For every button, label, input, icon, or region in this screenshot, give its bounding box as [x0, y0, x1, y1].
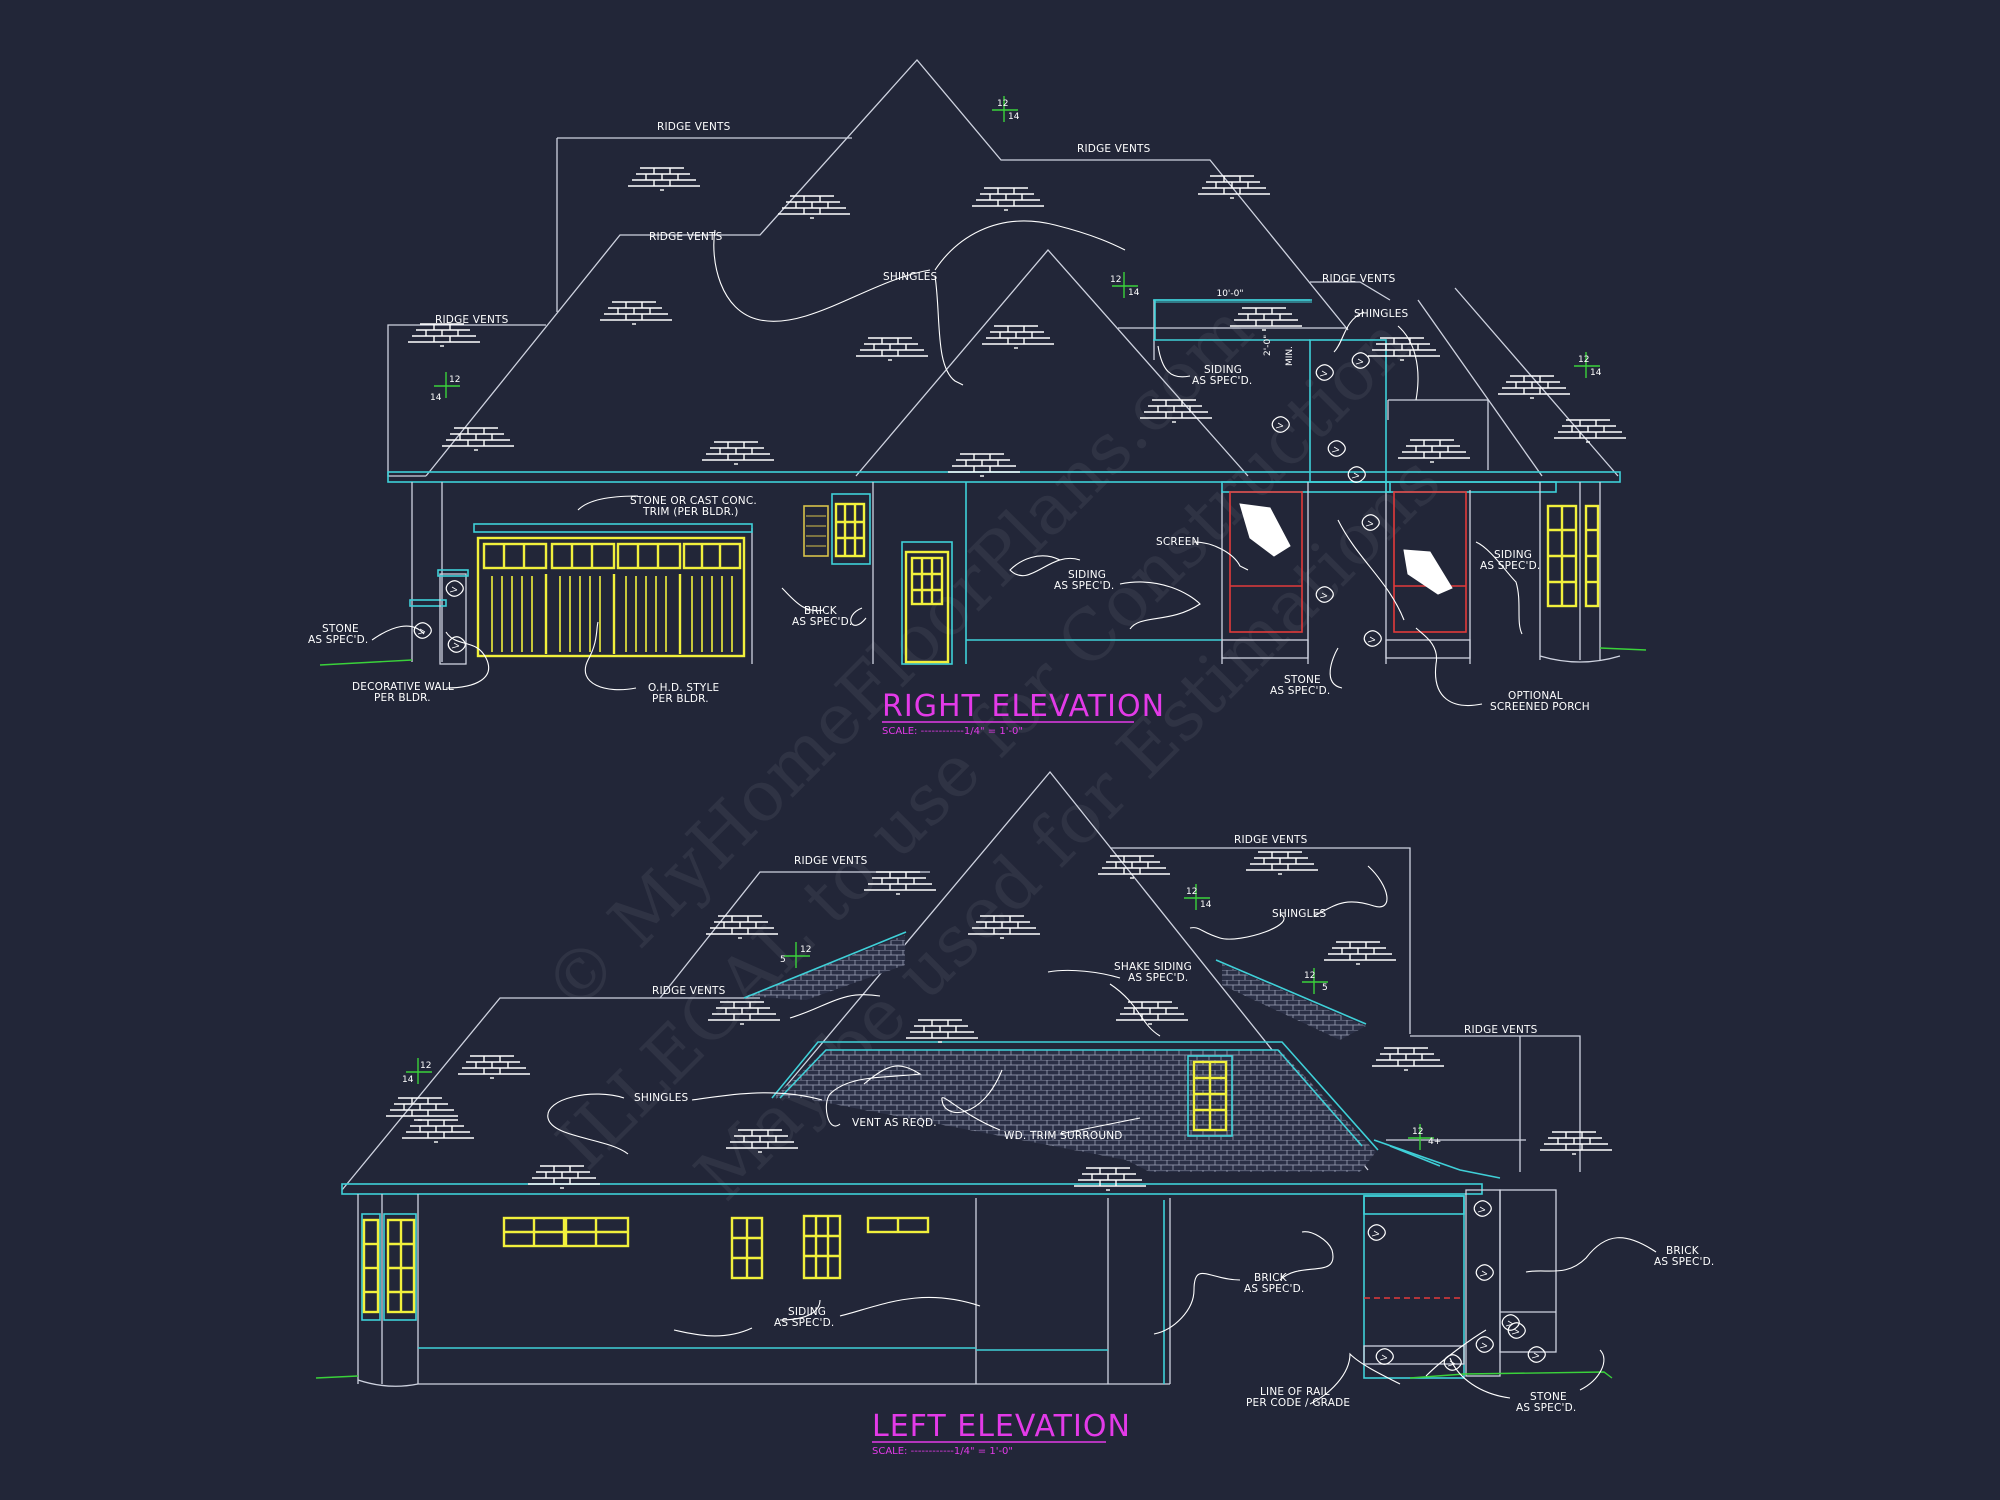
note-stone-trim: STONE OR CAST CONC.: [630, 495, 757, 507]
note-stone-trim: TRIM (PER BLDR.): [642, 506, 739, 518]
note-decorative-wall: DECORATIVE WALL: [352, 681, 454, 693]
note-shingles: SHINGLES: [1354, 308, 1409, 320]
note-ohd-style: O.H.D. STYLE: [648, 682, 719, 694]
note-brick: BRICK: [1254, 1272, 1288, 1284]
note-ridge-vents: RIDGE VENTS: [657, 121, 731, 133]
pitch-rise: 12: [1304, 971, 1315, 981]
note-stone: AS SPEC'D.: [308, 634, 368, 646]
right-leaders: [371, 220, 1523, 706]
left-elevation-title: LEFT ELEVATION: [872, 1409, 1131, 1444]
note-ridge-vents: RIDGE VENTS: [794, 855, 868, 867]
note-ohd-style: PER BLDR.: [652, 693, 709, 705]
note-shake-siding: SHAKE SIDING: [1114, 961, 1192, 973]
left-elevation: 5 12 12 14 12 5 12 14 12 4+: [315, 770, 1714, 1457]
dim-width-label: 10'-0": [1216, 289, 1243, 299]
note-shingles: SHINGLES: [883, 271, 938, 283]
dim-min-label: MIN.: [1285, 346, 1295, 366]
note-siding: AS SPEC'D.: [774, 1317, 834, 1329]
right-dimension: 10'-0" 2'-0" MIN.: [1154, 289, 1312, 366]
note-brick: BRICK: [1666, 1245, 1700, 1257]
pitch-rise: 12: [800, 945, 811, 955]
right-notes: RIDGE VENTS RIDGE VENTS RIDGE VENTS RIDG…: [308, 121, 1590, 713]
note-ridge-vents: RIDGE VENTS: [1464, 1024, 1538, 1036]
right-tall-windows: [1546, 504, 1600, 608]
pitch-run: 14: [1008, 112, 1020, 122]
right-brick-marks: [407, 167, 1627, 477]
note-siding: SIDING: [788, 1306, 826, 1318]
right-elevation-scale: SCALE: ------------1/4" = 1'-0": [882, 726, 1023, 737]
right-walls: [409, 481, 1621, 665]
note-stone: AS SPEC'D.: [1516, 1402, 1576, 1414]
right-elevation: 10'-0" 2'-0" MIN.: [308, 59, 1647, 737]
note-stone: AS SPEC'D.: [1270, 685, 1330, 697]
note-ridge-vents: RIDGE VENTS: [1322, 273, 1396, 285]
left-fascia: [341, 1183, 1483, 1195]
note-siding: AS SPEC'D.: [1192, 375, 1252, 387]
dim-height-label: 2'-0": [1263, 335, 1273, 356]
pitch-rise: 12: [449, 375, 460, 385]
pitch-run: 14: [402, 1075, 414, 1085]
left-elevation-scale: SCALE: ------------1/4" = 1'-0": [872, 1446, 1013, 1457]
note-brick: AS SPEC'D.: [1244, 1283, 1304, 1295]
note-shake-siding: AS SPEC'D.: [1128, 972, 1188, 984]
pitch-run: 14: [1128, 288, 1140, 298]
note-stone: STONE: [1530, 1391, 1567, 1403]
pitch-rise: 12: [1578, 355, 1589, 365]
note-siding: AS SPEC'D.: [1054, 580, 1114, 592]
right-shutter-window: [803, 493, 871, 565]
note-line-of-rail: LINE OF RAIL: [1260, 1386, 1330, 1398]
note-ridge-vents: RIDGE VENTS: [652, 985, 726, 997]
left-pitch-markers: 5 12 12 14 12 5 12 14 12 4+: [402, 884, 1441, 1150]
note-decorative-wall: PER BLDR.: [374, 692, 431, 704]
note-optional-porch: SCREENED PORCH: [1490, 701, 1590, 713]
pitch-rise: 12: [1186, 887, 1197, 897]
pitch-rise: 12: [420, 1061, 431, 1071]
pitch-rise: 12: [1412, 1127, 1423, 1137]
note-ridge-vents: RIDGE VENTS: [1234, 834, 1308, 846]
right-roof-outline: [387, 59, 1619, 483]
note-optional-porch: OPTIONAL: [1508, 690, 1563, 702]
note-brick: BRICK: [804, 605, 838, 617]
left-walls: [357, 1189, 1557, 1387]
note-vent: VENT AS REQD.: [852, 1117, 937, 1129]
pitch-run: 5: [1322, 983, 1328, 993]
pitch-rise: 12: [997, 99, 1008, 109]
watermark-line-1: © MyHomeFloorPlans.com: [528, 288, 1269, 1029]
right-elevation-title: RIGHT ELEVATION: [882, 689, 1165, 724]
note-trim-surround: WD. TRIM SURROUND: [1004, 1130, 1123, 1142]
note-line-of-rail: PER CODE / GRADE: [1246, 1397, 1350, 1409]
note-ridge-vents: RIDGE VENTS: [435, 314, 509, 326]
note-stone: STONE: [1284, 674, 1321, 686]
note-siding: SIDING: [1494, 549, 1532, 561]
pitch-run: 14: [1590, 368, 1602, 378]
left-leaders: [547, 865, 1657, 1405]
note-siding: AS SPEC'D.: [1480, 560, 1540, 572]
right-side-door: [901, 541, 953, 665]
note-stone: STONE: [322, 623, 359, 635]
pitch-run: 4+: [1428, 1137, 1441, 1147]
note-brick: AS SPEC'D.: [1654, 1256, 1714, 1268]
right-pitch-markers: 12 14 12 14 12 14 12 14: [430, 96, 1602, 403]
pitch-rise: 12: [1110, 275, 1121, 285]
note-ridge-vents: RIDGE VENTS: [649, 231, 723, 243]
pitch-run: 14: [1200, 900, 1212, 910]
note-shingles: SHINGLES: [634, 1092, 689, 1104]
pitch-run: 5: [780, 955, 786, 965]
note-brick: AS SPEC'D.: [792, 616, 852, 628]
left-notes: RIDGE VENTS RIDGE VENTS RIDGE VENTS RIDG…: [634, 834, 1714, 1414]
left-stone-marks: [1367, 1200, 1546, 1371]
note-siding: SIDING: [1068, 569, 1106, 581]
right-garage-doors: [473, 523, 753, 658]
note-shingles: SHINGLES: [1272, 908, 1327, 920]
left-windows: [361, 1055, 1233, 1321]
note-siding: SIDING: [1204, 364, 1242, 376]
pitch-run: 14: [430, 393, 442, 403]
note-screen: SCREEN: [1156, 536, 1200, 548]
note-ridge-vents: RIDGE VENTS: [1077, 143, 1151, 155]
right-screened-porch: [1229, 491, 1467, 633]
